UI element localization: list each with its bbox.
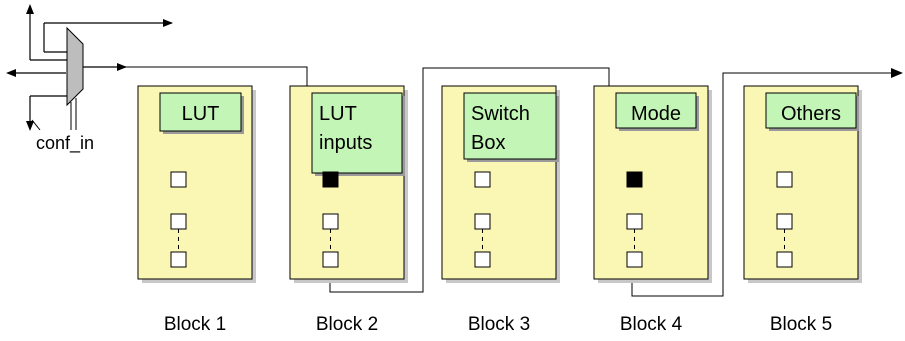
- mux-body: [66, 26, 84, 107]
- block-header: [159, 92, 242, 132]
- block-header: [765, 92, 857, 129]
- config-cell: [626, 251, 643, 268]
- config-cell: [170, 171, 187, 188]
- block-label: Block 3: [468, 314, 530, 335]
- block-label: Block 2: [316, 314, 378, 335]
- block-label: Block 5: [770, 314, 832, 335]
- multiplexer: conf_in: [6, 4, 173, 154]
- config-cell: [776, 251, 793, 268]
- block-header-label: LUT: [319, 103, 357, 125]
- conf-in-label: conf_in: [36, 133, 94, 154]
- mux-input-top-arrowhead: [26, 4, 34, 14]
- config-cell: [474, 213, 491, 230]
- block-header-label: Others: [781, 103, 841, 125]
- conf-label-leader: [31, 119, 41, 131]
- config-cell: [776, 213, 793, 230]
- config-cell: [322, 171, 339, 188]
- config-cell: [322, 213, 339, 230]
- block-header: [311, 92, 403, 174]
- config-cell: [322, 251, 339, 268]
- block-header-label: Mode: [631, 103, 681, 125]
- chain-output-arrowhead: [891, 68, 903, 78]
- config-cell: [474, 251, 491, 268]
- block-header: [615, 92, 697, 129]
- config-cell: [170, 251, 187, 268]
- block-label: Block 1: [164, 314, 226, 335]
- block-label: Block 4: [620, 314, 683, 335]
- block-header-label: LUT: [182, 103, 220, 125]
- mux-input-bottom-arrowhead: [26, 121, 34, 131]
- block-header: [463, 92, 557, 160]
- config-cell: [626, 213, 643, 230]
- block-header-label: Box: [471, 132, 505, 154]
- config-cell: [776, 171, 793, 188]
- block-header-label: Switch: [471, 103, 530, 125]
- mux-input-left-arrowhead: [6, 69, 16, 77]
- config-cell: [626, 171, 643, 188]
- config-cell: [474, 171, 491, 188]
- config-cell: [170, 213, 187, 230]
- block-header-label: inputs: [319, 132, 372, 154]
